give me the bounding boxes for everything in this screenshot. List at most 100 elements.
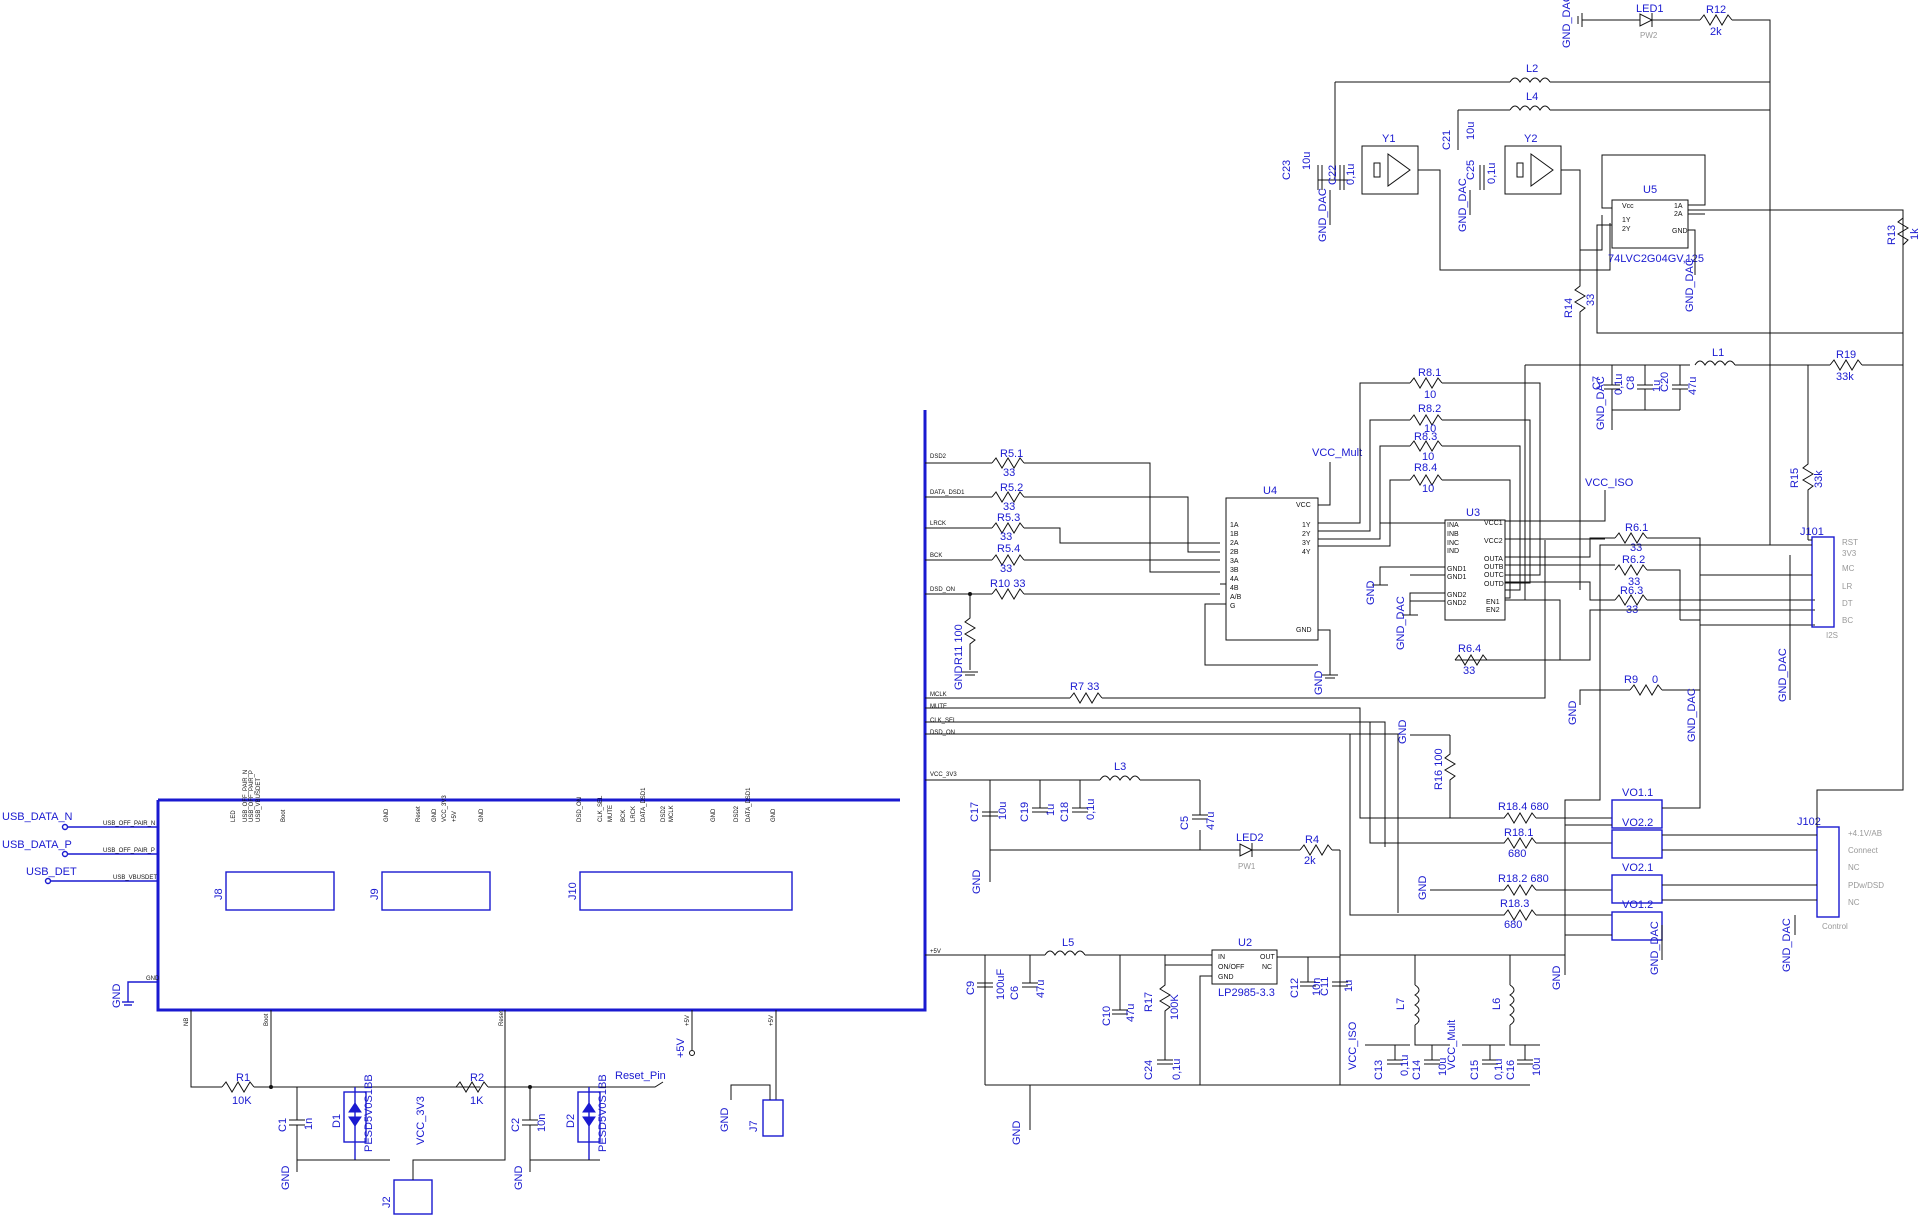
connector-j8[interactable]: J8 LED USB_OFF_PAIR_N USB_OFF_PAIR_P USB… xyxy=(213,770,335,911)
svg-text:R19: R19 xyxy=(1836,349,1856,361)
svg-text:R18.3: R18.3 xyxy=(1500,898,1529,910)
capacitor-c21[interactable]: C21 10u xyxy=(1441,110,1477,150)
capacitor-c13[interactable]: C13 0,1u xyxy=(1373,1045,1411,1080)
resistor-r14[interactable]: R14 33 xyxy=(1563,250,1597,590)
svg-text:R16 100: R16 100 xyxy=(1433,748,1445,790)
resistor-r4[interactable]: R4 2k xyxy=(1299,834,1333,867)
connector-j9[interactable]: J9 GND Reset GND VCC_3V3 +5V GND xyxy=(369,795,491,911)
capacitor-c14[interactable]: C14 10u xyxy=(1411,1045,1449,1080)
resistor-r11[interactable]: R11 100 GND xyxy=(953,594,978,690)
svg-text:GND: GND xyxy=(971,870,983,895)
connector-j101[interactable]: J101 RST 3V3 MC LR DT BC I2S GND_DAC xyxy=(1680,526,1858,702)
ic-u2[interactable]: U2 IN ON/OFF GND OUT NC LP2985-3.3 xyxy=(1211,937,1278,999)
opto-vo2-1[interactable]: VO2.1 xyxy=(1611,862,1663,904)
capacitor-c20[interactable]: C20 47u xyxy=(1659,365,1699,410)
resistor-r5-4[interactable]: R5.4 33 xyxy=(991,543,1025,575)
capacitor-c17[interactable]: C17 10u xyxy=(969,802,1009,822)
svg-text:R8.2: R8.2 xyxy=(1418,403,1441,415)
capacitor-c15[interactable]: C15 0,1u xyxy=(1469,1045,1505,1080)
resistor-r1[interactable]: R1 10K xyxy=(221,1072,255,1107)
capacitor-c2[interactable]: C2 10n xyxy=(510,1087,548,1160)
svg-text:MC: MC xyxy=(1842,564,1855,573)
capacitor-c9[interactable]: C9 100uF xyxy=(965,969,1007,1000)
capacitor-c25[interactable]: C25 0,1u xyxy=(1465,160,1498,190)
capacitor-c19[interactable]: C19 1u xyxy=(1019,780,1057,822)
resistor-r10[interactable]: R10 33 xyxy=(990,578,1025,600)
resistor-r17[interactable]: R17 100K xyxy=(1143,955,1181,1040)
svg-text:G: G xyxy=(1230,603,1235,610)
resistor-r19[interactable]: R19 33k xyxy=(1829,349,1863,383)
resistor-r13[interactable]: R13 1k xyxy=(1688,209,1920,380)
oscillator-y1[interactable]: Y1 xyxy=(1361,133,1419,195)
resistor-r5-2[interactable]: R5.2 33 xyxy=(991,482,1025,513)
ic-u3[interactable]: U3 INA INB INC IND GND1 GND1 GND2 GND2 V… xyxy=(1365,477,1634,661)
capacitor-c5[interactable]: C5 47u xyxy=(1179,780,1217,830)
connector-j7[interactable]: J7 GND xyxy=(719,1010,784,1137)
resistor-r18-3[interactable]: R18.3 680 xyxy=(1480,898,1537,931)
usb-port-det[interactable]: USB_DET USB_VBUSDET xyxy=(26,866,158,885)
diode-d1[interactable]: D1 PESD5V0S1BB xyxy=(331,1074,375,1160)
resistor-r16[interactable]: R16 100 xyxy=(1433,735,1456,818)
capacitor-c12[interactable]: C12 10n xyxy=(1289,957,1323,998)
resistor-r9[interactable]: R9 0 xyxy=(1624,674,1663,696)
capacitor-c16[interactable]: C16 10u xyxy=(1505,1045,1543,1080)
svg-text:GND2: GND2 xyxy=(1447,592,1467,599)
oscillator-y2[interactable]: Y2 xyxy=(1504,133,1562,195)
capacitor-c10[interactable]: C10 47u xyxy=(1101,955,1137,1026)
capacitor-c8[interactable]: C8 1u xyxy=(1625,365,1663,410)
resistor-r18-2[interactable]: R18.2 680 xyxy=(1498,873,1549,896)
capacitor-c1[interactable]: C1 1n xyxy=(277,1087,315,1160)
inductor-l6[interactable]: L6 xyxy=(1491,955,1540,1046)
resistor-r6-3[interactable]: R6.3 33 xyxy=(1614,585,1648,616)
ic-u4[interactable]: U4 1A 1B 2A 2B 3A 3B 4A 4B A/B G VCC 1Y … xyxy=(1204,447,1362,695)
resistor-r8-4[interactable]: R8.4 10 xyxy=(1409,462,1443,495)
svg-text:PESD5V0S1BB: PESD5V0S1BB xyxy=(597,1074,609,1152)
resistor-r8-2[interactable]: R8.2 10 xyxy=(1409,403,1443,435)
resistor-r12[interactable]: R12 2k xyxy=(1699,4,1733,38)
svg-text:47u: 47u xyxy=(1205,812,1217,830)
resistor-r15[interactable]: R15 33k xyxy=(1789,365,1825,540)
reset-pin-port[interactable]: Reset_Pin xyxy=(600,1070,666,1088)
inductor-l2[interactable]: L2 xyxy=(1334,63,1770,180)
connector-j2[interactable]: J2 xyxy=(381,1179,433,1215)
inductor-l4[interactable]: L4 xyxy=(1458,91,1770,111)
capacitor-c23[interactable]: C23 10u xyxy=(1281,152,1323,190)
led-led2[interactable]: LED2 PW1 xyxy=(1236,832,1264,871)
resistor-r8-3[interactable]: R8.3 10 xyxy=(1409,431,1443,463)
svg-text:GND: GND xyxy=(1218,974,1234,981)
connector-j102[interactable]: J102 +4.1V/AB Connect NC PDw/DSD NC Cont… xyxy=(1662,380,1904,972)
resistor-r7[interactable]: R7 33 xyxy=(1069,681,1103,704)
resistor-r6-2[interactable]: R6.2 33 xyxy=(1614,554,1648,588)
ic-u5[interactable]: U5 Vcc 1Y 2Y 1A 2A GND 74LVC2G04GV,125 G… xyxy=(1596,154,1904,334)
svg-text:MCLK: MCLK xyxy=(930,692,947,698)
resistor-r2[interactable]: R2 1K xyxy=(455,1072,489,1107)
svg-text:GND: GND xyxy=(1011,1121,1023,1146)
capacitor-c11[interactable]: C11 1u xyxy=(1319,955,1355,996)
opto-vo2-2[interactable]: VO2.2 xyxy=(1611,817,1663,859)
inductor-l7[interactable]: L7 xyxy=(1395,955,1450,1046)
opto-vo1-1[interactable]: VO1.1 xyxy=(1611,787,1663,829)
svg-text:L6: L6 xyxy=(1491,998,1503,1010)
capacitor-c22[interactable]: C22 0,1u xyxy=(1327,164,1357,190)
led-led1[interactable]: LED1 PW2 xyxy=(1636,3,1664,40)
svg-text:VO2.1: VO2.1 xyxy=(1622,862,1653,874)
resistor-r6-1[interactable]: R6.1 33 xyxy=(1614,522,1648,554)
svg-text:IND: IND xyxy=(1447,548,1459,555)
connector-j10[interactable]: J10 DSD_ON CLK_SEL MUTE BCK LRCK DATA_DS… xyxy=(567,787,793,911)
vcc3v3-filter: L3 C17 10u C19 1u C18 0,1u C5 xyxy=(925,761,1340,894)
diode-d2[interactable]: D2 PESD5V0S1BB xyxy=(565,1074,609,1160)
usb-port-n[interactable]: USB_DATA_N USB_OFF_PAIR_N xyxy=(2,811,158,831)
svg-text:GND: GND xyxy=(146,976,160,982)
capacitor-c18[interactable]: C18 0,1u xyxy=(1059,780,1097,822)
resistor-r18-1[interactable]: R18.1 680 xyxy=(1480,827,1537,860)
usb-port-p[interactable]: USB_DATA_P USB_OFF_PAIR_P xyxy=(2,839,158,858)
resistor-r8-1[interactable]: R8.1 10 xyxy=(1409,367,1443,401)
resistor-r18-4[interactable]: R18.4 680 xyxy=(1480,801,1549,824)
capacitor-c7[interactable]: C7 0,1u xyxy=(1591,365,1625,410)
svg-text:VCC_Mult: VCC_Mult xyxy=(1446,1020,1458,1070)
capacitor-c24[interactable]: C24 0,1u xyxy=(1143,1040,1183,1080)
resistor-r5-1[interactable]: R5.1 33 xyxy=(991,448,1025,479)
capacitor-c6[interactable]: C6 47u xyxy=(1009,955,1047,1000)
resistor-r6-4[interactable]: R6.4 33 xyxy=(1454,643,1488,677)
resistor-r5-3[interactable]: R5.3 33 xyxy=(991,512,1025,543)
